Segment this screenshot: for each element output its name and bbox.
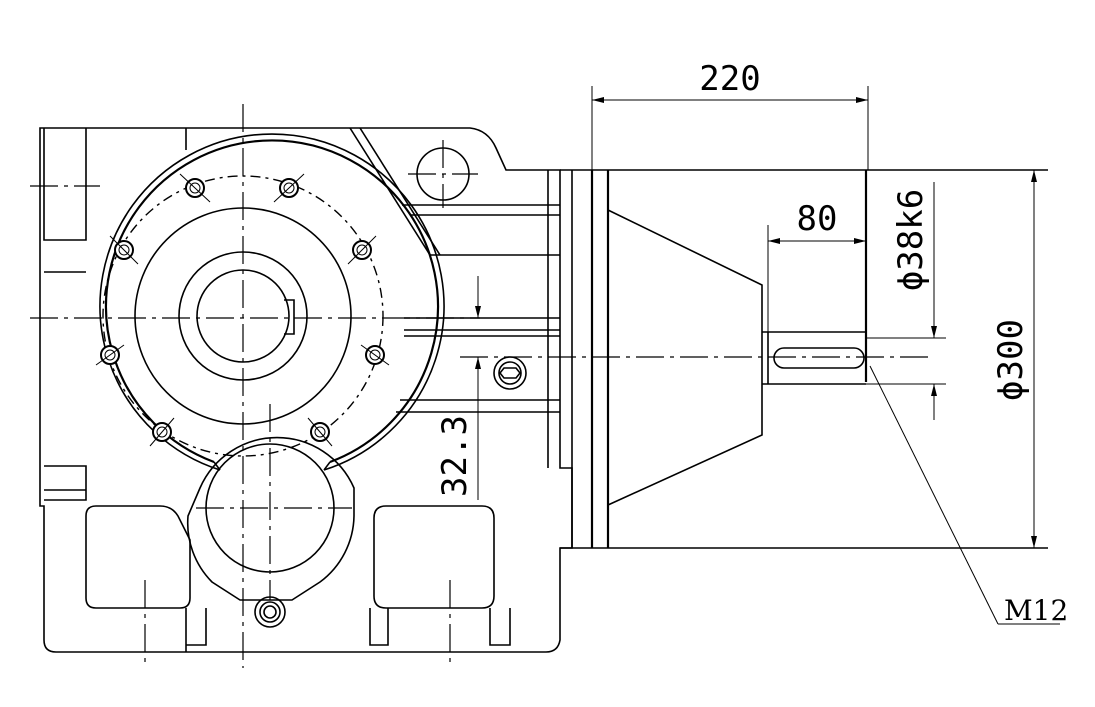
- dimension-80: 80: [767, 199, 866, 332]
- bolt-hole: [95, 344, 125, 366]
- motor-adapter: [560, 169, 1048, 549]
- output-flange: [99, 133, 445, 471]
- dimension-32-3-label: 32.3: [435, 415, 475, 497]
- bolt-hole: [360, 344, 390, 366]
- flange-bolt-holes: [95, 173, 390, 447]
- center-lines: [30, 104, 930, 668]
- bolt-hole: [273, 173, 305, 203]
- dimension-220-label: 220: [699, 59, 760, 99]
- dimension-shaft-diameter: ϕ38k6: [866, 182, 946, 420]
- bolt-hole: [149, 417, 175, 447]
- dimension-flange-diameter: ϕ300: [991, 170, 1037, 548]
- thread-callout-label: M12: [1004, 594, 1068, 627]
- dimension-220: 220: [591, 59, 869, 170]
- dimension-32-3: 32.3: [435, 276, 481, 500]
- bolt-hole: [179, 173, 211, 203]
- dimension-flange-diameter-label: ϕ300: [991, 319, 1031, 401]
- dimension-80-label: 80: [797, 199, 838, 239]
- thread-callout: M12: [869, 365, 1068, 627]
- bolt-hole: [109, 235, 139, 265]
- input-boss: [186, 436, 355, 628]
- dimension-shaft-diameter-label: ϕ38k6: [891, 189, 931, 291]
- gearbox-housing: [39, 127, 573, 653]
- oil-plug: [493, 356, 527, 390]
- bolt-hole: [307, 417, 333, 447]
- bolt-hole: [347, 235, 377, 265]
